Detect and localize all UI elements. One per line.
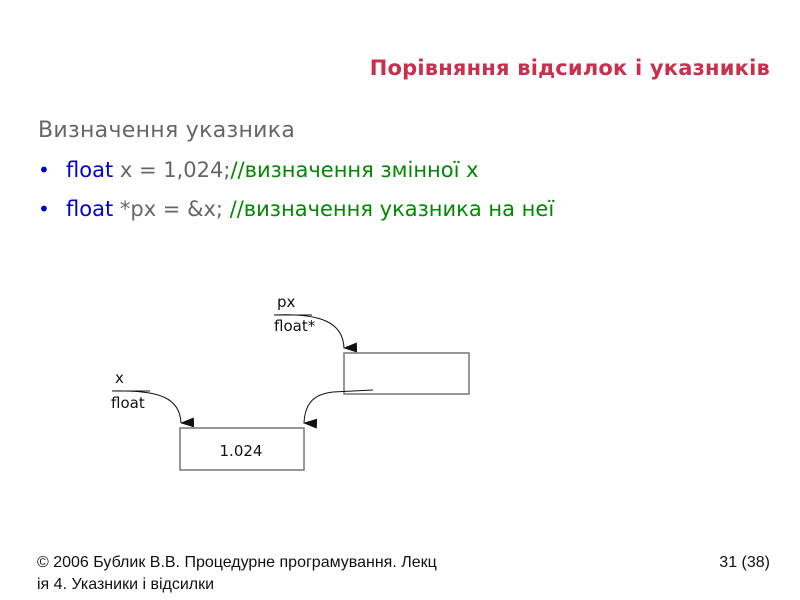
variable-box (179, 427, 305, 471)
pointer-origin-line (332, 389, 374, 393)
pointer-name-label: px (277, 293, 296, 311)
variable-value: 1.024 (220, 442, 263, 460)
code-text: *px = &x; (113, 197, 230, 221)
variable-name-label: x (115, 369, 124, 387)
pointer-to-variable-arrow (303, 391, 334, 429)
variable-type-label: float (111, 394, 145, 412)
slide-title: Порівняння відсилок і указників (369, 56, 770, 80)
pointer-box (343, 352, 470, 395)
bullet-item: • float x = 1,024;//визначення змінної x (38, 158, 479, 182)
subheading: Визначення указника (38, 118, 296, 143)
code-comment: //визначення указника на неї (229, 197, 555, 221)
bullet-icon: • (38, 197, 50, 221)
variable-label-arrow (111, 390, 195, 428)
code-text: x = 1,024; (113, 158, 231, 182)
pointer-type-label: float* (274, 317, 316, 335)
code-keyword: float (66, 158, 114, 182)
bullet-icon: • (38, 158, 50, 182)
code-keyword: float (66, 197, 114, 221)
code-comment: //визначення змінної x (230, 158, 479, 182)
footer-line-1: © 2006 Бублик В.В. Процедурне програмува… (37, 554, 437, 571)
footer-copyright: © 2006 Бублик В.В. Процедурне програмува… (37, 552, 537, 596)
pointer-label-arrow (273, 314, 358, 353)
footer-line-2: ія 4. Указники і відсилки (37, 576, 215, 593)
page-number: 31 (38) (719, 554, 770, 571)
bullet-item: • float *px = &x; //визначення указника н… (38, 197, 554, 221)
